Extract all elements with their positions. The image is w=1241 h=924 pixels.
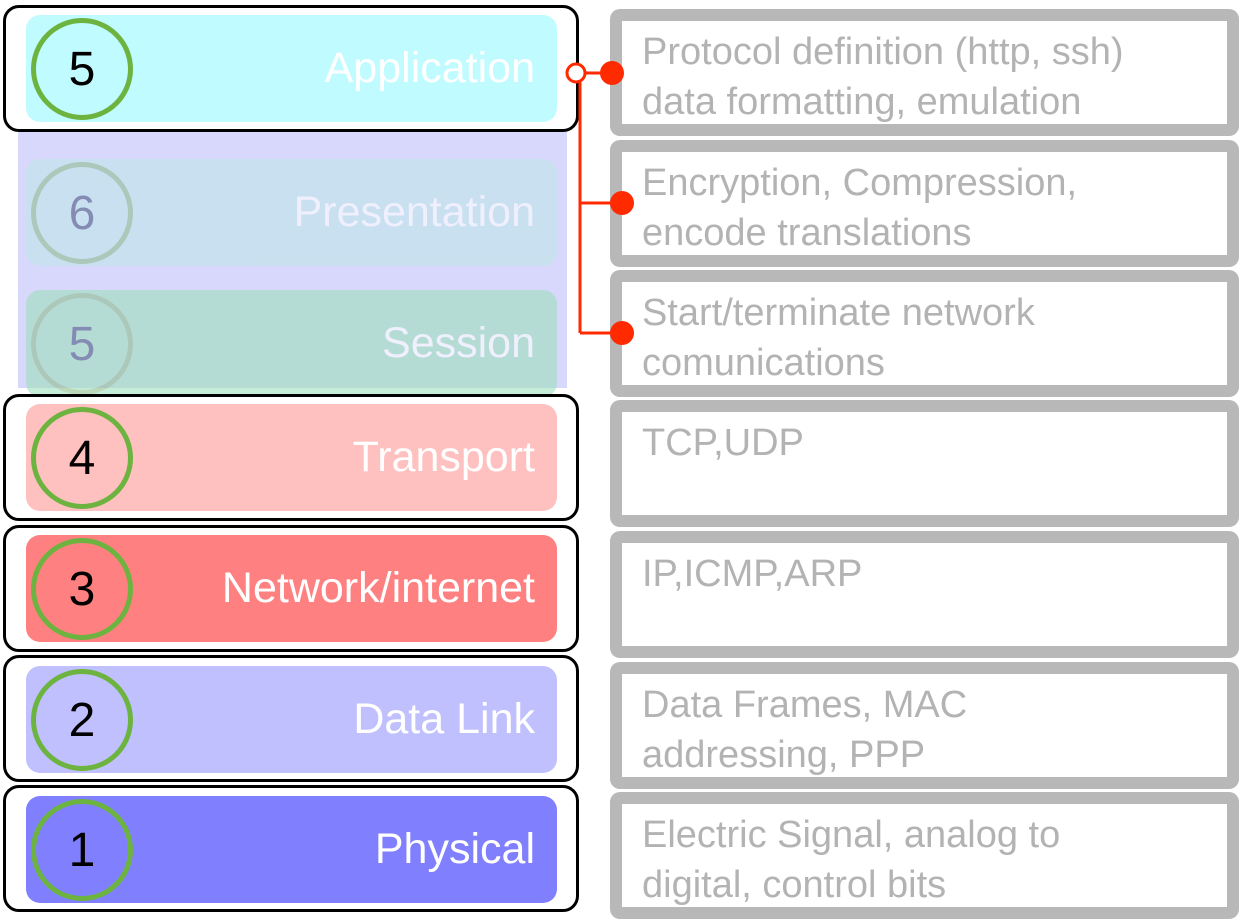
layer-label: Network/internet [221,564,535,612]
layer-number-badge: 3 [31,538,133,640]
layer-label: Presentation [293,188,535,236]
connector-origin-dot [565,62,587,84]
layer-number-badge: 1 [31,799,133,901]
layer-number-badge: 4 [31,407,133,509]
description-box-data-link: Data Frames, MAC addressing, PPP [610,662,1239,789]
description-line: Start/terminate network [642,292,1035,334]
description-line: Protocol definition (http, ssh) [642,31,1124,73]
description-line: addressing, PPP [642,734,926,776]
description-line: Electric Signal, analog to [642,814,1061,856]
description-line: comunications [642,342,885,384]
layer-label: Data Link [353,695,535,743]
layer-data-link: 2 Data Link [26,666,557,773]
layer-number-badge: 2 [31,669,133,771]
description-box-session: Start/terminate network comunications [610,270,1239,397]
layer-session: 5 Session [26,290,557,397]
description-box-presentation: Encryption, Compression, encode translat… [610,140,1239,267]
description-line: Encryption, Compression, [642,162,1078,204]
description-line: TCP,UDP [642,422,804,464]
description-box-network: IP,ICMP,ARP [610,531,1239,658]
description-line: data formatting, emulation [642,81,1082,123]
description-box-application: Protocol definition (http, ssh) data for… [610,9,1239,136]
layer-presentation: 6 Presentation [26,159,557,266]
layer-application: 5 Application [26,15,557,122]
description-line: IP,ICMP,ARP [642,553,863,595]
layer-number-badge: 5 [31,293,133,395]
description-line: encode translations [642,212,972,254]
description-line: digital, control bits [642,864,947,906]
layer-label: Transport [352,433,535,481]
description-box-transport: TCP,UDP [610,400,1239,527]
layer-number-badge: 5 [31,18,133,120]
layer-transport: 4 Transport [26,404,557,511]
layer-network: 3 Network/internet [26,535,557,642]
layer-physical: 1 Physical [26,796,557,903]
description-line: Data Frames, MAC [642,684,968,726]
layer-number-badge: 6 [31,162,133,264]
description-box-physical: Electric Signal, analog to digital, cont… [610,792,1239,919]
layer-label: Physical [374,825,535,873]
layer-label: Session [382,319,535,367]
layer-label: Application [324,44,535,92]
